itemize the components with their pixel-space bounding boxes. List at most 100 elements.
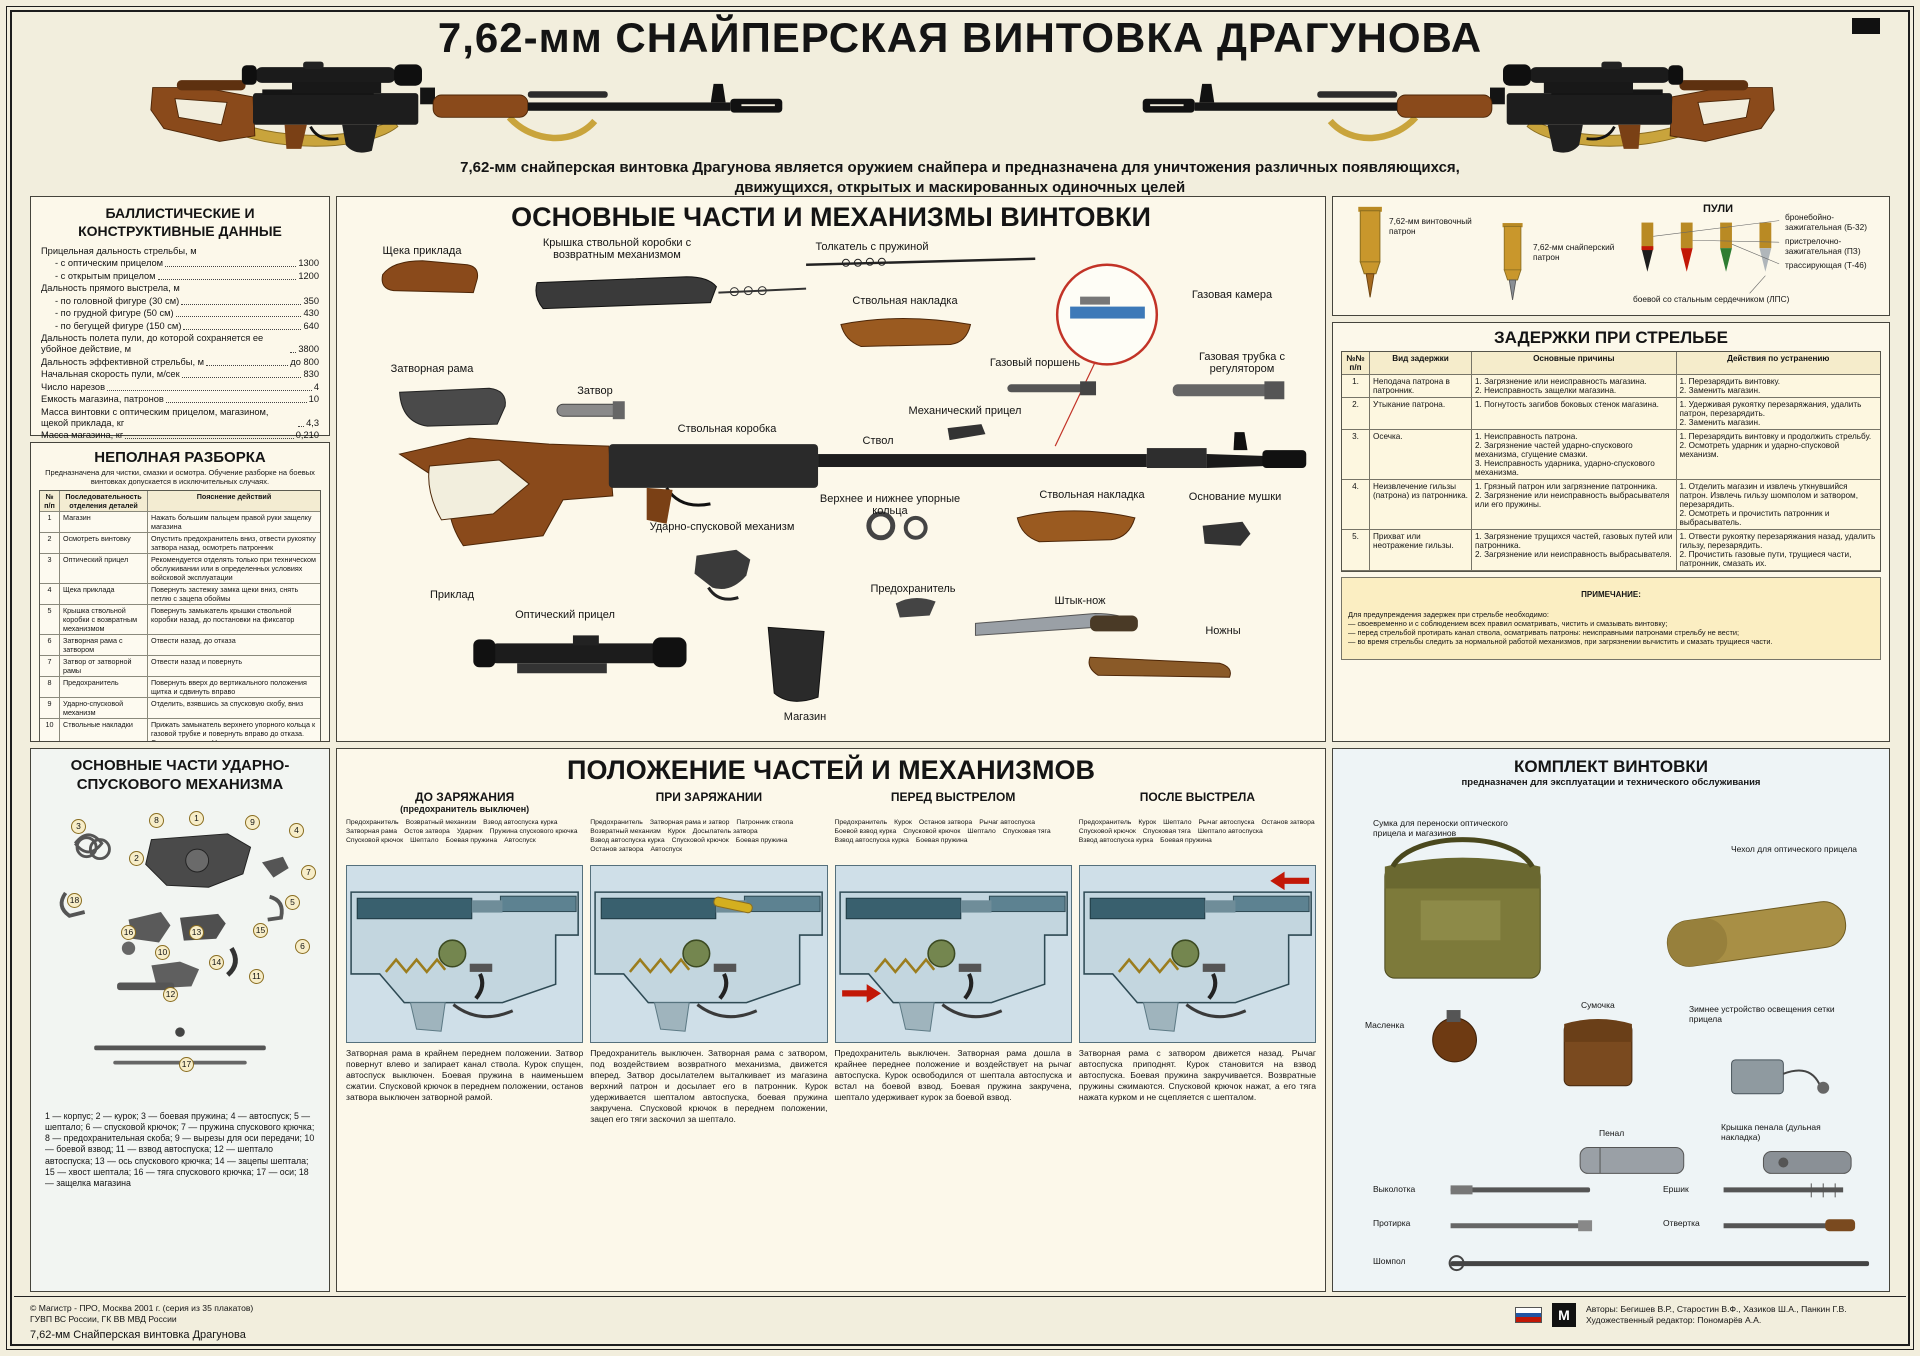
spec-label: Масса магазина, кг	[41, 430, 124, 441]
kit-label-brush: Ершик	[1663, 1184, 1689, 1194]
action-text: Опустить предохранитель вниз, отвести ру…	[151, 534, 316, 552]
spec-label: Дальность эффективной стрельбы, м	[41, 356, 204, 367]
mechanism-label: Спусковая тяга	[1002, 828, 1051, 836]
stoppage-causes: 1. Грязный патрон или загрязнение патрон…	[1472, 480, 1677, 529]
table-row: 3 Оптический прицел Рекомендуется отделя…	[40, 554, 320, 584]
column-header-actions: Действия по устранению	[1727, 354, 1830, 363]
main-parts-title: ОСНОВНЫЕ ЧАСТИ И МЕХАНИЗМЫ ВИНТОВКИ	[511, 202, 1151, 232]
mechanism-label: Боевая пружина	[915, 837, 968, 845]
row-number: 8	[40, 677, 60, 697]
kit-label-case-lid: Крышка пенала (дульная накладка)	[1721, 1122, 1821, 1142]
table-row: 6 Затворная рама с затвором Отвести наза…	[40, 635, 320, 656]
bullet-t46-drawing	[1720, 222, 1732, 272]
mechanism-label: Шептало	[967, 828, 996, 836]
row-number: 4	[40, 584, 60, 604]
disassembly-table: № п/п Последовательность отделения детал…	[39, 490, 321, 741]
cartridges-diagram	[1358, 206, 1780, 301]
part-label-gas-chamber: Газовая камера	[1191, 289, 1273, 301]
table-row: 5 Крышка ствольной коробки с возвратным …	[40, 605, 320, 635]
spec-label: Прицельная дальность стрельбы, м	[41, 246, 197, 256]
mechanism-label: Предохранитель	[346, 819, 399, 826]
kit-label-bag: Сумка для переноски оптического прицела …	[1373, 818, 1508, 838]
callout-number: 5	[285, 894, 300, 910]
trigger-mechanism-title: ОСНОВНЫЕ ЧАСТИ УДАРНО-СПУСКОВОГО МЕХАНИЗ…	[70, 757, 290, 793]
mechanism-label: Предохранитель	[834, 819, 888, 826]
mechanism-label: Автоспуск	[650, 846, 683, 854]
sniper-cartridge-drawing	[1502, 223, 1523, 301]
table-row: 1. Неподача патрона в патронник. 1. Загр…	[1342, 375, 1880, 398]
mechanism-label: Рычаг автоспуска	[1198, 819, 1255, 826]
dotted-leader	[206, 364, 289, 366]
dotted-leader	[107, 389, 312, 391]
action-text: Повернуть вверх до вертикального положен…	[151, 678, 307, 696]
note-title: ПРИМЕЧАНИЕ:	[1581, 590, 1641, 600]
footer: © Магистр - ПРО, Москва 2001 г. (серия и…	[30, 1303, 1886, 1347]
row-number: 6	[40, 635, 60, 655]
part-label-trigger-mechanism: Ударно-спусковой механизм	[649, 521, 795, 533]
action-text: Отвести назад, до отказа	[151, 636, 236, 645]
spec-label: - с открытым прицелом	[55, 270, 156, 281]
dotted-leader	[181, 303, 302, 305]
mechanism-label: Курок	[894, 819, 912, 826]
mechanism-label: Останов затвора	[590, 846, 644, 854]
table-row: 7 Затвор от затворной рамы Отвести назад…	[40, 656, 320, 677]
callout-number: 16	[121, 924, 136, 940]
part-label-gas-piston: Газовый поршень	[989, 357, 1081, 369]
mechanism-label: Боевая пружина	[735, 837, 788, 845]
mechanism-label: Ударник	[456, 828, 483, 836]
spec-label: Масса винтовки с оптическим прицелом, ма…	[41, 406, 269, 428]
bullet-lps-drawing	[1759, 222, 1772, 272]
kit-label-cleaning-rod: Шомпол	[1373, 1256, 1406, 1266]
exploded-parts-diagram	[381, 257, 1307, 702]
bullet-type-t46-label: трассирующая (Т-46)	[1785, 260, 1867, 270]
positions-title: ПОЛОЖЕНИЕ ЧАСТЕЙ И МЕХАНИЗМОВ	[567, 755, 1095, 785]
bullet-type-b32-label: бронебойно-зажигательная (Б-32)	[1785, 212, 1868, 232]
part-label-bayonet: Штык-нож	[1054, 595, 1106, 607]
dotted-leader	[181, 377, 302, 379]
spec-label: - по бегущей фигуре (150 см)	[55, 320, 182, 331]
mechanism-label: Взвод автоспуска курка	[483, 819, 558, 826]
kit-label-pencil-case: Пенал	[1599, 1128, 1625, 1138]
dotted-leader	[297, 425, 305, 427]
spec-row: Дальность полета пули, до которой сохран…	[41, 333, 319, 355]
bullet-pz-drawing	[1680, 222, 1693, 272]
column-header-causes: Основные причины	[1472, 352, 1677, 374]
stage-diagram	[834, 865, 1072, 1043]
cartridges-panel: 7,62-мм винтовочный патрон 7,62-мм снайп…	[1332, 196, 1890, 316]
mechanism-label: Автоспуск	[504, 837, 536, 845]
disassembly-table-header: № п/п Последовательность отделения детал…	[40, 491, 320, 512]
stoppages-rows: 1. Неподача патрона в патронник. 1. Загр…	[1342, 375, 1880, 571]
dotted-leader	[125, 438, 294, 439]
mechanism-cutaway-4	[1080, 871, 1315, 1042]
table-row: 10 Ствольные накладки Прижать замыкатель…	[40, 719, 320, 741]
note-text: Для предупреждения задержек при стрельбе…	[1348, 609, 1773, 647]
part-label-front-sight-base: Основание мушки	[1188, 491, 1282, 503]
stoppage-causes: 1. Загрязнение трущихся частей, газовых …	[1472, 530, 1677, 570]
stoppage-actions: 1. Отделить магазин и извлечь уткнувшийс…	[1679, 482, 1858, 527]
stoppage-causes: 1. Загрязнение или неисправность магазин…	[1472, 375, 1677, 397]
spec-label: Начальная скорость пули, м/сек	[41, 369, 180, 380]
row-number: 3.	[1342, 430, 1370, 479]
stage-subheading	[835, 804, 1072, 816]
column-header-action: Пояснение действий	[196, 492, 272, 501]
column-header-part: Последовательность отделения деталей	[60, 491, 148, 511]
trigger-parts-drawing	[59, 832, 289, 1065]
row-number: 5	[40, 605, 60, 634]
stage-caption: Затворная рама с затвором движется назад…	[1078, 1048, 1316, 1102]
stage-caption: Предохранитель выключен. Затворная рама …	[590, 1048, 828, 1124]
copyright-line: © Магистр - ПРО, Москва 2001 г. (серия и…	[30, 1303, 254, 1313]
mechanism-label: Останов затвора	[918, 819, 973, 826]
mechanism-label: Боевая пружина	[1160, 837, 1212, 845]
callout-number: 18	[67, 892, 82, 908]
spec-value: 10	[308, 394, 319, 405]
stage-caption: Предохранитель выключен. Затворная рама …	[834, 1048, 1072, 1102]
part-name: Затвор от затворной рамы	[60, 656, 148, 676]
